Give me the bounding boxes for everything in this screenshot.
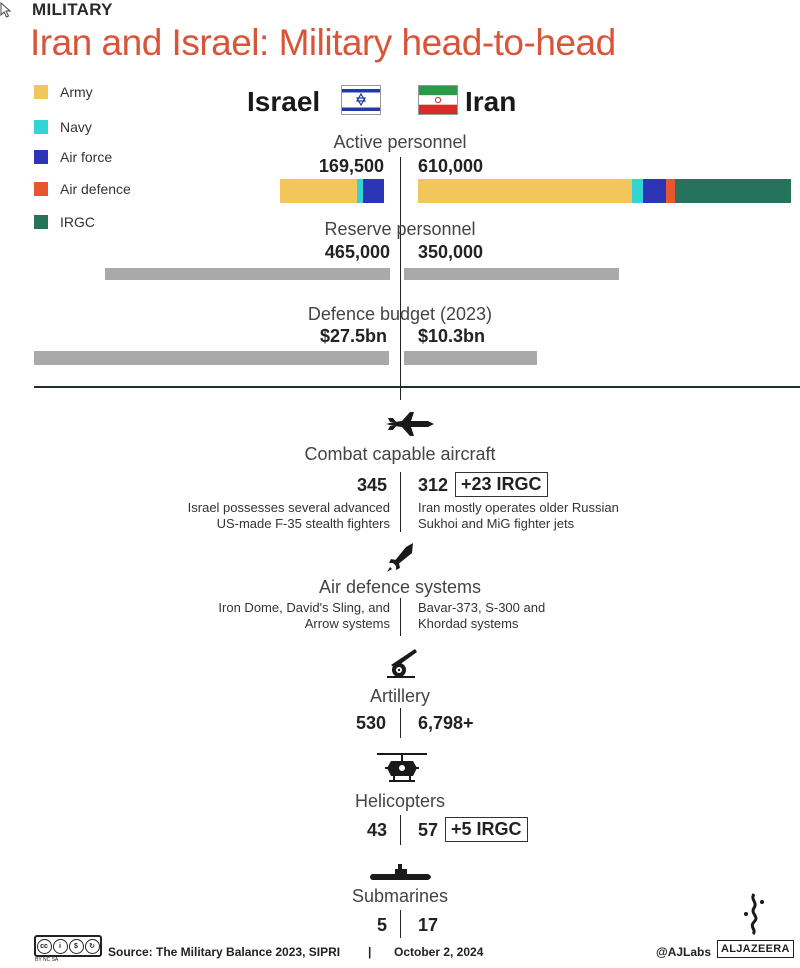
legend-item-navy: Navy xyxy=(34,119,92,135)
bar-iran-army xyxy=(418,179,633,203)
bar-iran-air-defence xyxy=(665,179,675,203)
missile-icon xyxy=(387,543,413,572)
legend-item-air-force: Air force xyxy=(34,149,112,165)
footer-separator: | xyxy=(368,945,372,959)
license-text: BY NC SA xyxy=(35,957,59,963)
helicopters-divider xyxy=(400,815,401,845)
section-title-defence-budget: Defence budget (2023) xyxy=(307,304,493,324)
air-defence-divider xyxy=(400,598,401,636)
artillery-value-israel: 530 xyxy=(355,713,386,733)
helicopters-value-iran: 57 xyxy=(418,820,439,840)
legend-label: IRGC xyxy=(60,214,95,230)
aircraft-value-iran: 312 xyxy=(418,475,449,495)
aircraft-note-israel-2: US-made F-35 stealth fighters xyxy=(216,516,390,531)
legend-swatch xyxy=(34,120,48,134)
legend-item-air-defence: Air defence xyxy=(34,181,131,197)
legend-label: Army xyxy=(60,84,93,100)
legend-swatch xyxy=(34,85,48,99)
aljazeera-wordmark: ALJAZEERA xyxy=(717,940,794,958)
submarines-value-israel: 5 xyxy=(376,915,387,935)
reserve-value-iran: 350,000 xyxy=(418,242,484,262)
cc-icon: cc xyxy=(36,938,52,954)
bar-israel-navy xyxy=(357,179,364,203)
section-title-air-defence: Air defence systems xyxy=(318,577,482,597)
aircraft-note-israel-1: Israel possesses several advanced xyxy=(187,500,390,515)
center-divider xyxy=(400,157,401,400)
active-value-israel: 169,500 xyxy=(318,156,384,176)
defence-budget-bars xyxy=(0,351,800,365)
aj-handle: @AJLabs xyxy=(656,945,712,959)
helicopters-irgc-badge: +5 IRGC xyxy=(445,817,528,842)
air-defence-note-israel-2: Arrow systems xyxy=(304,616,390,631)
publish-date: October 2, 2024 xyxy=(394,945,484,959)
section-title-artillery: Artillery xyxy=(369,686,430,706)
israel-flag-icon xyxy=(341,85,381,115)
bar-iran-reserve xyxy=(404,268,619,280)
aircraft-divider xyxy=(400,472,401,532)
legend-label: Air defence xyxy=(60,181,131,197)
legend-label: Air force xyxy=(60,149,113,165)
submarines-value-iran: 17 xyxy=(418,915,439,935)
bar-israel-reserve xyxy=(105,268,390,280)
air-defence-note-iran-1: Bavar-373, S-300 and xyxy=(418,600,546,615)
section-title-reserve-personnel: Reserve personnel xyxy=(324,219,476,239)
section-title-submarines: Submarines xyxy=(351,886,449,906)
source-text: Source: The Military Balance 2023, SIPRI xyxy=(108,945,341,959)
kicker: MILITARY xyxy=(32,0,113,19)
submarines-divider xyxy=(400,910,401,938)
nc-icon: $ xyxy=(68,938,84,954)
aircraft-note-iran-1: Iran mostly operates older Russian xyxy=(418,500,619,515)
legend-label: Navy xyxy=(60,119,92,135)
iran-flag-icon xyxy=(418,85,458,115)
aircraft-value-israel: 345 xyxy=(356,475,387,495)
legend-swatch xyxy=(34,150,48,164)
budget-value-israel: $27.5bn xyxy=(319,326,387,346)
legend-item-army: Army xyxy=(34,84,93,100)
budget-value-iran: $10.3bn xyxy=(418,326,486,346)
artillery-value-iran: 6,798+ xyxy=(418,713,474,733)
bar-israel-air-force xyxy=(363,179,384,203)
bar-israel-budget xyxy=(34,351,389,365)
sa-icon: ↻ xyxy=(84,938,100,954)
fighter-jet-icon xyxy=(386,412,434,436)
bar-iran-budget xyxy=(404,351,537,365)
aircraft-irgc-badge: +23 IRGC xyxy=(455,472,548,497)
aljazeera-logo-mark-icon xyxy=(744,893,764,936)
reserve-personnel-bars xyxy=(0,268,800,280)
artillery-divider xyxy=(400,708,401,738)
legend-item-irgc: IRGC xyxy=(34,214,95,230)
air-defence-note-iran-2: Khordad systems xyxy=(418,616,519,631)
section-title-aircraft: Combat capable aircraft xyxy=(304,444,496,464)
country-label-israel: Israel xyxy=(247,86,321,117)
submarine-icon xyxy=(370,864,431,880)
active-value-iran: 610,000 xyxy=(418,156,484,176)
section-divider xyxy=(34,386,800,388)
artillery-icon xyxy=(387,649,417,678)
by-icon: i xyxy=(52,938,68,954)
bar-israel-army xyxy=(280,179,358,203)
helicopters-value-israel: 43 xyxy=(366,820,387,840)
section-title-helicopters: Helicopters xyxy=(354,791,446,811)
helicopter-icon xyxy=(377,753,427,782)
air-defence-note-israel-1: Iron Dome, David's Sling, and xyxy=(218,600,390,615)
mouse-cursor-icon xyxy=(0,2,12,18)
bar-iran-navy xyxy=(632,179,644,203)
legend-swatch xyxy=(34,182,48,196)
section-title-active-personnel: Active personnel xyxy=(333,132,467,152)
country-label-iran: Iran xyxy=(465,86,517,117)
legend-swatch xyxy=(34,215,48,229)
bar-iran-air-force xyxy=(643,179,666,203)
creative-commons-badge: cc i $ ↻ xyxy=(34,935,102,957)
reserve-value-israel: 465,000 xyxy=(324,242,390,262)
aircraft-note-iran-2: Sukhoi and MiG fighter jets xyxy=(418,516,575,531)
page-title: Iran and Israel: Military head-to-head xyxy=(30,22,616,63)
bar-iran-irgc xyxy=(674,179,791,203)
active-personnel-bars xyxy=(0,179,800,203)
